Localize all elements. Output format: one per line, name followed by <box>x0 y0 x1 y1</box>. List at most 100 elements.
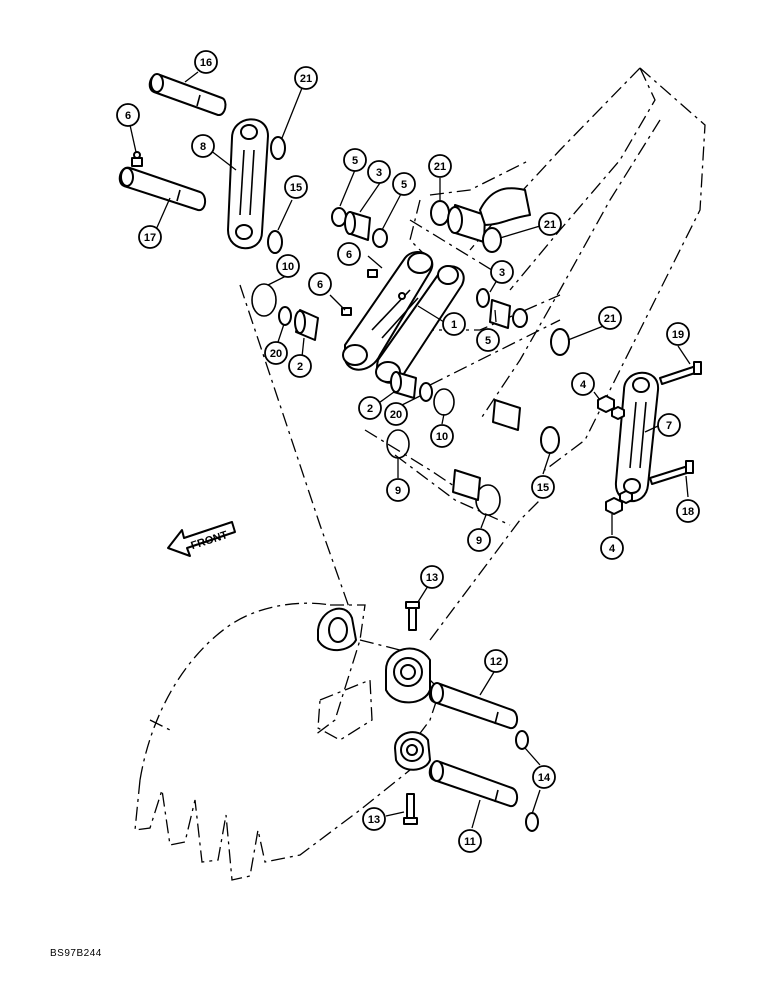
svg-text:9: 9 <box>476 535 482 547</box>
svg-text:5: 5 <box>352 155 358 167</box>
svg-text:9: 9 <box>395 485 401 497</box>
pin-16 <box>148 73 227 116</box>
callout-11: 11 <box>458 829 482 853</box>
callout-10: 10 <box>276 254 300 278</box>
bolts-18-19 <box>649 361 702 485</box>
callout-5: 5 <box>343 148 367 172</box>
callout-9: 9 <box>386 478 410 502</box>
callout-20: 20 <box>264 341 288 365</box>
arm-outline <box>239 67 706 641</box>
svg-text:6: 6 <box>317 279 323 291</box>
svg-text:2: 2 <box>297 361 303 373</box>
callout-5: 5 <box>392 172 416 196</box>
callout-3: 3 <box>367 160 391 184</box>
callout-10: 10 <box>430 424 454 448</box>
svg-text:19: 19 <box>672 329 684 341</box>
bucket-boss-pin11 <box>394 731 431 771</box>
svg-text:10: 10 <box>436 431 448 443</box>
svg-text:11: 11 <box>464 836 476 848</box>
callout-13: 13 <box>362 807 386 831</box>
svg-text:10: 10 <box>282 261 294 273</box>
callout-20: 20 <box>384 402 408 426</box>
svg-text:4: 4 <box>609 543 616 555</box>
callout-14: 14 <box>532 765 556 789</box>
svg-text:6: 6 <box>125 110 131 122</box>
svg-text:20: 20 <box>390 409 402 421</box>
svg-text:18: 18 <box>682 506 694 518</box>
main-link-1 <box>342 251 465 384</box>
svg-text:21: 21 <box>544 219 556 231</box>
svg-text:5: 5 <box>401 179 407 191</box>
svg-text:7: 7 <box>666 420 672 432</box>
nuts-4 <box>597 395 633 515</box>
bucket-boss-pin12 <box>385 647 431 704</box>
svg-text:14: 14 <box>538 772 551 784</box>
svg-text:4: 4 <box>580 379 587 391</box>
svg-text:15: 15 <box>537 482 549 494</box>
svg-text:21: 21 <box>604 313 616 325</box>
svg-text:20: 20 <box>270 348 282 360</box>
seals-bushing-lower <box>390 371 455 416</box>
callout-8: 8 <box>191 134 215 158</box>
callout-4: 4 <box>600 536 624 560</box>
svg-text:5: 5 <box>485 335 491 347</box>
callout-21: 21 <box>598 306 622 330</box>
svg-text:17: 17 <box>144 232 156 244</box>
callout-2: 2 <box>288 354 312 378</box>
callout-21: 21 <box>428 154 452 178</box>
svg-text:3: 3 <box>499 267 505 279</box>
seals-bushing-left <box>251 283 319 341</box>
pin-11 <box>428 760 518 808</box>
shims-left <box>267 136 286 254</box>
svg-text:21: 21 <box>434 161 446 173</box>
leader-lines <box>129 71 691 829</box>
callout-15: 15 <box>531 475 555 499</box>
svg-text:13: 13 <box>426 572 438 584</box>
callout-2: 2 <box>358 396 382 420</box>
callout-7: 7 <box>657 413 681 437</box>
front-arrow <box>167 521 236 557</box>
callout-6: 6 <box>116 103 140 127</box>
svg-text:21: 21 <box>300 73 312 85</box>
callout-3: 3 <box>490 260 514 284</box>
callout-1: 1 <box>442 312 466 336</box>
grease-fitting-6-left <box>131 151 143 167</box>
bucket <box>134 602 441 881</box>
bolts-13 <box>403 601 420 825</box>
callout-18: 18 <box>676 499 700 523</box>
seals-bushing-right <box>476 288 528 329</box>
svg-text:2: 2 <box>367 403 373 415</box>
svg-text:15: 15 <box>290 182 302 194</box>
svg-text:12: 12 <box>490 656 502 668</box>
snap-rings-14 <box>515 730 539 832</box>
callout-12: 12 <box>484 649 508 673</box>
callout-17: 17 <box>138 225 162 249</box>
shims-right <box>540 328 570 454</box>
callout-9: 9 <box>467 528 491 552</box>
callout-19: 19 <box>666 322 690 346</box>
spacers-center <box>452 399 521 501</box>
callout-5: 5 <box>476 328 500 352</box>
grease-fittings-6-center <box>341 269 378 316</box>
pin-17 <box>118 166 206 212</box>
cylinder-end <box>430 187 531 253</box>
callout-6: 6 <box>337 242 361 266</box>
callout-21: 21 <box>294 66 318 90</box>
callout-16: 16 <box>194 50 218 74</box>
callout-21: 21 <box>538 212 562 236</box>
svg-text:13: 13 <box>368 814 380 826</box>
drawing-number: BS97B244 <box>50 948 102 959</box>
callout-13: 13 <box>420 565 444 589</box>
callout-15: 15 <box>284 175 308 199</box>
svg-text:8: 8 <box>200 141 206 153</box>
bucket-boss-top <box>317 607 357 652</box>
pin-12 <box>428 682 518 730</box>
svg-text:1: 1 <box>451 319 457 331</box>
seals-bushing-top <box>331 207 388 248</box>
svg-text:3: 3 <box>376 167 382 179</box>
callout-6: 6 <box>308 272 332 296</box>
svg-text:16: 16 <box>200 57 212 69</box>
link-8 <box>227 118 269 250</box>
